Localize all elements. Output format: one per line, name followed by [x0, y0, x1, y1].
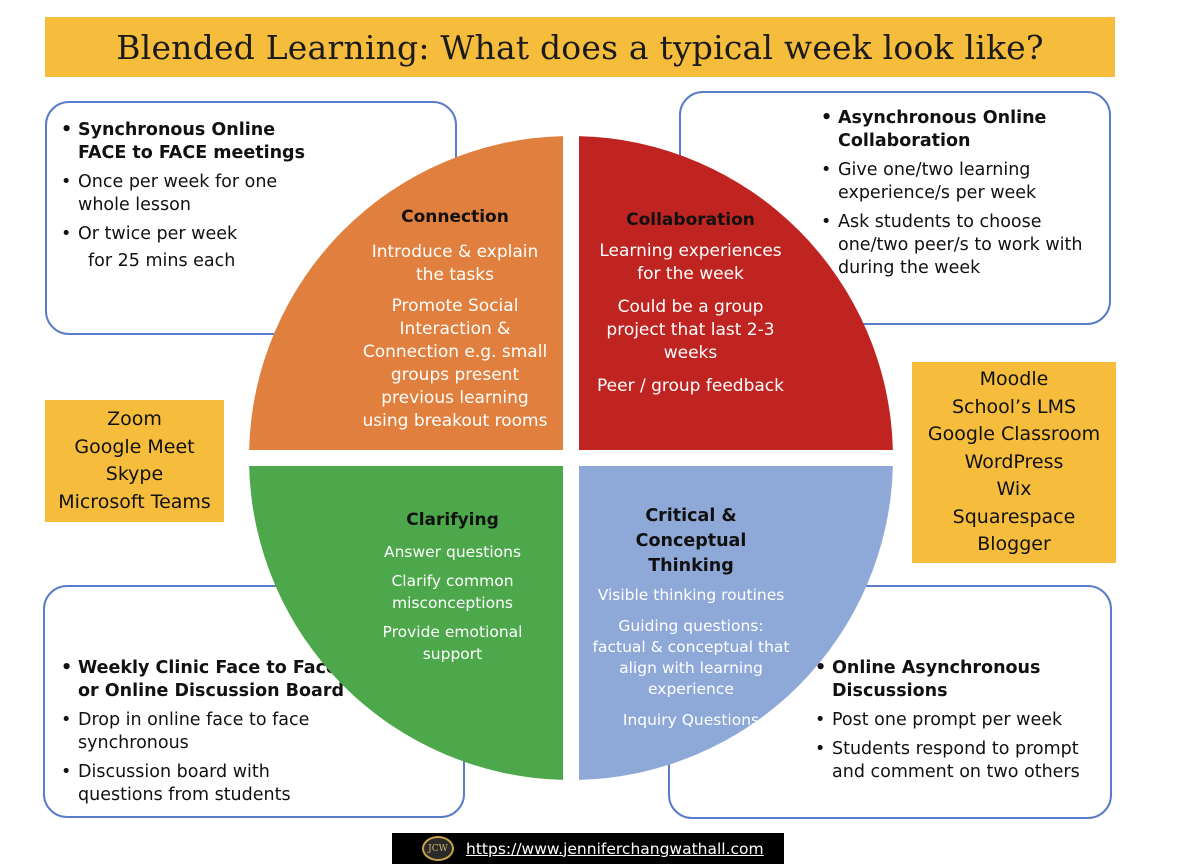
quadrant-point: Introduce & explain the tasks: [371, 242, 539, 285]
title-banner: Blended Learning: What does a typical we…: [45, 17, 1115, 77]
tool-item: Wix: [996, 478, 1032, 501]
box-item: Or twice per week: [61, 223, 445, 246]
box-heading: Weekly Clinic Face to Face or Online Dis…: [61, 657, 353, 703]
collaboration-text: Collaboration Learning experiences for t…: [593, 209, 788, 398]
quadrant-title: Critical & Conceptual Thinking: [635, 506, 747, 576]
quadrant-point: Peer / group feedback: [597, 376, 784, 396]
tool-item: Blogger: [977, 533, 1051, 556]
tool-item: Squarespace: [952, 505, 1076, 528]
tool-item: School’s LMS: [951, 395, 1077, 418]
box-item-continuation: for 25 mins each: [88, 251, 236, 271]
box-item: Once per week for one whole lesson: [61, 171, 308, 217]
sync-tools-list: Zoom Google Meet Skype Microsoft Teams: [45, 400, 224, 522]
quadrant-point: Clarify common misconceptions: [391, 572, 514, 612]
quadrant-title: Connection: [401, 207, 509, 227]
tool-item: Zoom: [107, 408, 162, 430]
tool-item: Moodle: [979, 368, 1049, 391]
box-item: Drop in online face to face synchronous: [61, 709, 318, 755]
logo-text: JCW: [428, 843, 448, 854]
tool-item: Google Classroom: [927, 423, 1101, 446]
tool-item: WordPress: [964, 450, 1064, 473]
critical-thinking-text: Critical & Conceptual Thinking Visible t…: [586, 504, 796, 731]
quadrant-point: Visible thinking routines: [597, 586, 785, 604]
quadrant-title: Clarifying: [406, 510, 499, 530]
quadrant-critical-shape: [579, 466, 893, 780]
box-heading: Asynchronous Online Collaboration: [821, 107, 1058, 153]
clarifying-text: Clarifying Answer questions Clarify comm…: [365, 510, 540, 665]
box-item: Ask students to choose one/two peer/s to…: [821, 211, 1103, 280]
connection-text: Connection Introduce & explain the tasks…: [355, 206, 555, 433]
tool-item: Skype: [105, 463, 164, 485]
box-item: Post one prompt per week: [815, 709, 1100, 732]
quadrant-point: Learning experiences for the week: [599, 241, 782, 284]
quadrant-title: Collaboration: [626, 210, 755, 230]
quadrant-connection-shape: [249, 136, 563, 450]
quadrant-point: Promote Social Interaction & Connection …: [362, 296, 548, 431]
box-item: Give one/two learning experience/s per w…: [821, 159, 1068, 205]
box-heading: Online Asynchronous Discussions: [815, 657, 1052, 703]
quadrant-point: Answer questions: [383, 542, 522, 561]
tool-item: Google Meet: [74, 435, 195, 458]
tool-item: Microsoft Teams: [58, 490, 211, 513]
quadrant-point: Could be a group project that last 2-3 w…: [606, 297, 775, 363]
quadrant-point: Provide emotional support: [382, 623, 523, 663]
quadrant-collaboration-shape: [579, 136, 893, 450]
footer-bar: JCW https://www.jenniferchangwathall.com: [392, 833, 784, 864]
box-heading: Synchronous Online FACE to FACE meetings: [61, 119, 318, 165]
quadrant-clarifying-shape: [249, 466, 563, 780]
quadrant-point: Guiding questions: factual & conceptual …: [592, 617, 790, 698]
async-tools-list: Moodle School’s LMS Google Classroom Wor…: [912, 362, 1116, 563]
page-title: Blended Learning: What does a typical we…: [116, 27, 1044, 67]
box-item: Students respond to prompt and comment o…: [815, 738, 1097, 784]
quadrant-point: Inquiry Questions: [622, 711, 760, 729]
box-item: Discussion board with questions from stu…: [61, 761, 298, 807]
website-link[interactable]: https://www.jenniferchangwathall.com: [466, 839, 764, 858]
author-logo: JCW: [422, 836, 454, 861]
